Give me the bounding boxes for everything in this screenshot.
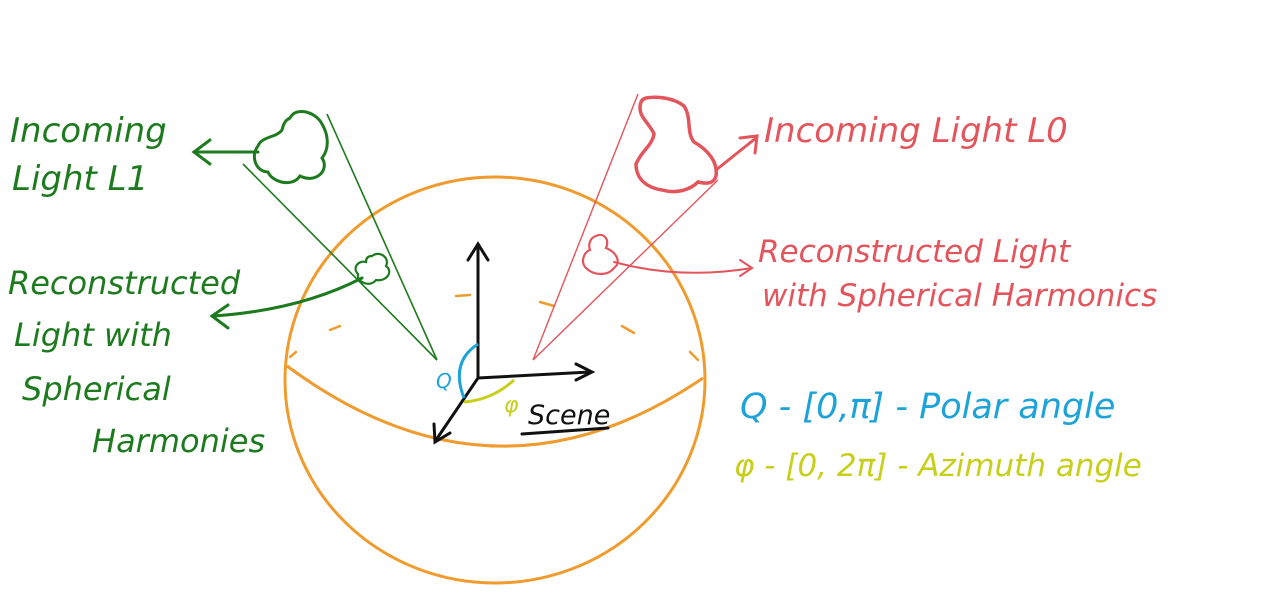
reconstructed-red-line-1: Reconstructed Light [758, 234, 1072, 270]
reconstructed-green-line-1: Reconstructed [8, 264, 241, 302]
theta-symbol: Q [436, 369, 452, 393]
azimuth-angle-arc [463, 378, 516, 404]
red-incoming-arrow [714, 134, 759, 172]
sphere-equator-back-dashes [288, 293, 700, 362]
incoming-l1-label: Incoming Light L1 [10, 111, 167, 199]
green-reconstructed-blob [354, 252, 391, 285]
red-light-cone [532, 93, 719, 361]
red-reconstructed-arrow [613, 259, 754, 277]
scene-underline [520, 426, 610, 436]
green-reconstructed-arrow [209, 276, 364, 330]
red-reconstructed-blob [581, 233, 619, 276]
reconstructed-green-line-2: Light with [14, 316, 172, 354]
green-incoming-arrow [191, 138, 260, 166]
scene-label: Scene [528, 400, 610, 431]
reconstructed-green-line-4: Harmonies [92, 422, 265, 460]
incoming-l0-label: Incoming Light L0 [764, 111, 1068, 151]
reconstructed-green-label: Reconstructed Light with Spherical Harmo… [8, 264, 265, 460]
incoming-l1-line-1: Incoming [10, 111, 167, 151]
reconstructed-red-label: Reconstructed Light with Spherical Harmo… [758, 234, 1157, 314]
sphere-outline [283, 175, 707, 585]
axis-x [476, 370, 592, 380]
polar-angle-arc [457, 342, 479, 399]
red-light-blob [634, 95, 718, 194]
reconstructed-red-line-2: with Spherical Harmonics [762, 278, 1157, 314]
incoming-l1-line-2: Light L1 [12, 159, 148, 199]
azimuth-angle-legend: φ - [0, 2π] - Azimuth angle [734, 448, 1142, 484]
green-light-blob [252, 109, 329, 185]
polar-angle-legend: Q - [0,π] - Polar angle [740, 387, 1115, 427]
sphere-equator-front [286, 364, 704, 448]
axis-y [434, 376, 480, 442]
reconstructed-green-line-3: Spherical [22, 370, 171, 408]
coordinate-axes [432, 241, 596, 445]
phi-symbol: φ [504, 393, 519, 418]
green-light-cone [242, 113, 438, 361]
